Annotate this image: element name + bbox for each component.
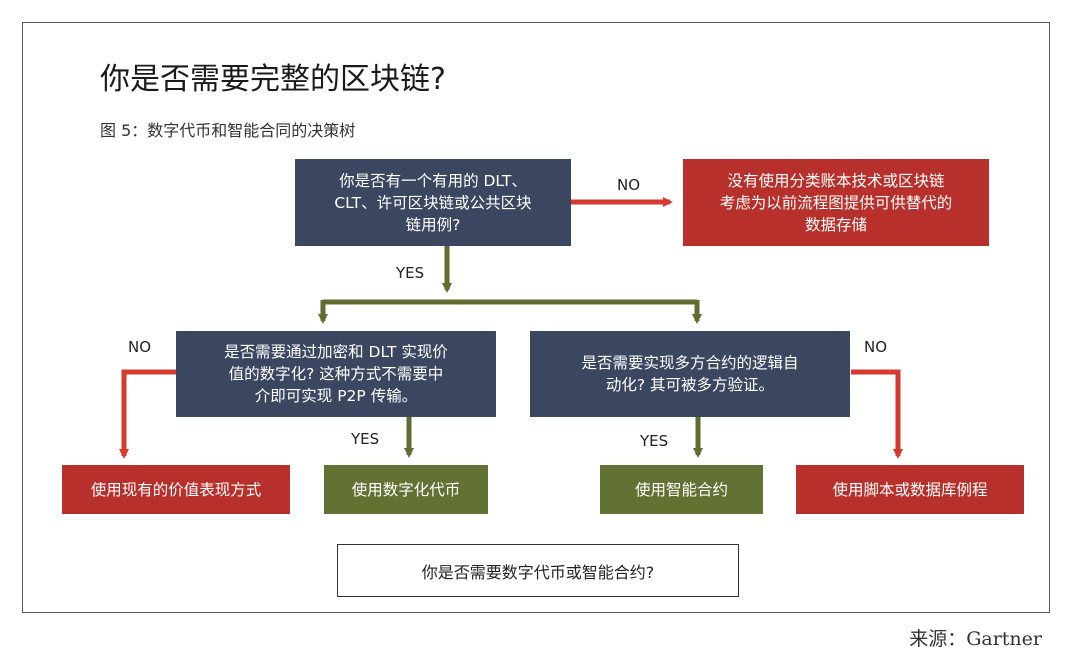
question-line: 介即可实现 P2P 传输。 — [254, 387, 418, 405]
page-title: 你是否需要完整的区块链? — [100, 62, 446, 97]
outcome-line: 没有使用分类账本技术或区块链 — [727, 171, 945, 190]
label-q2-no: NO — [128, 338, 152, 356]
outcome-existing-value: 使用现有的价值表现方式 — [62, 465, 290, 514]
outcome-line: 使用智能合约 — [634, 480, 728, 499]
outcome-line: 使用现有的价值表现方式 — [90, 480, 262, 499]
label-q3-no: NO — [864, 338, 888, 356]
outcome-line: 考虑为以前流程图提供可供替代的 — [719, 193, 953, 212]
outcome-script-database: 使用脚本或数据库例程 — [796, 465, 1024, 514]
question-line: 值的数字化? 这种方式不需要中 — [228, 365, 444, 383]
outcome-smart-contract: 使用智能合约 — [600, 465, 763, 514]
arrow-q3-no — [851, 369, 903, 459]
outcome-no-ledger-technology: 没有使用分类账本技术或区块链 考虑为以前流程图提供可供替代的 数据存储 — [683, 159, 989, 246]
outcome-digital-token: 使用数字化代币 — [324, 465, 488, 514]
label-q3-yes: YES — [640, 432, 669, 450]
outcome-line: 使用数字化代币 — [351, 480, 461, 499]
label-q1-yes: YES — [396, 264, 425, 282]
label-q2-yes: YES — [351, 430, 380, 448]
question-line: 是否需要实现多方合约的逻辑自 — [581, 354, 799, 372]
arrow-q2-no — [119, 369, 176, 459]
question-line: 链用例? — [405, 215, 461, 234]
question-contract-automation: 是否需要实现多方合约的逻辑自 动化? 其可被多方验证。 — [530, 331, 850, 417]
question-line: CLT、许可区块链或公共区块 — [334, 193, 532, 212]
source-credit: 来源：Gartner — [909, 628, 1042, 650]
summary-question: 你是否需要数字代币或智能合约? — [337, 544, 739, 597]
question-line: 你是否有一个有用的 DLT、 — [339, 171, 527, 190]
label-q1-no: NO — [617, 176, 641, 194]
summary-question-text: 你是否需要数字代币或智能合约? — [421, 562, 655, 582]
question-line: 是否需要通过加密和 DLT 实现价 — [224, 343, 448, 361]
question-line: 动化? 其可被多方验证。 — [605, 376, 775, 394]
diagram-frame — [22, 22, 1050, 613]
outcome-line: 使用脚本或数据库例程 — [832, 480, 988, 499]
question-value-digitization: 是否需要通过加密和 DLT 实现价 值的数字化? 这种方式不需要中 介即可实现 … — [176, 331, 496, 417]
question-dlt-use-case: 你是否有一个有用的 DLT、 CLT、许可区块链或公共区块 链用例? — [295, 159, 571, 246]
outcome-line: 数据存储 — [804, 215, 867, 234]
figure-caption: 图 5：数字代币和智能合同的决策树 — [100, 121, 356, 140]
